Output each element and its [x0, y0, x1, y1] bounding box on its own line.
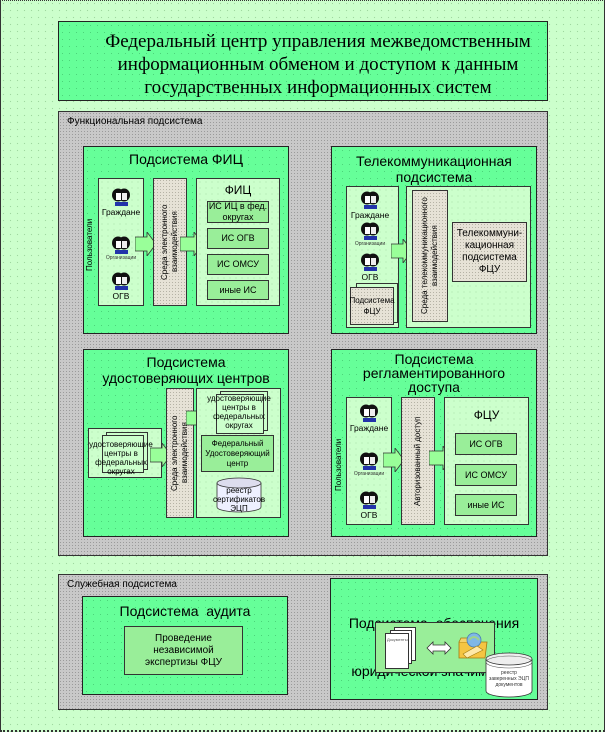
fic-user-citizens-label: Граждане	[101, 207, 141, 217]
double-arrow-icon	[426, 641, 452, 655]
telecom-user-citizens-label: Граждане	[350, 210, 390, 220]
people-icon	[361, 222, 379, 240]
people-icon	[361, 191, 379, 209]
document-icon: Документы	[385, 633, 409, 669]
regulated-system-item: ИС ОМСУ	[455, 464, 517, 486]
regulated-user-organizations-label: Организации	[353, 471, 385, 477]
fic-system-item: ИС ИЦ в фед. округах	[207, 201, 269, 223]
fic-user-ogv: ОГВ	[96, 271, 146, 301]
regulated-target-title: ФЦУ	[473, 408, 500, 422]
fic-user-citizens: Граждане	[96, 187, 146, 217]
people-icon	[360, 404, 378, 422]
header-title-line-2: информационным обменом и доступом к данн…	[117, 54, 519, 75]
database-icon	[485, 652, 533, 698]
certs-source-label: удостоверяющие центры в федеральных окру…	[89, 440, 153, 476]
fic-subsystem-title: Подсистема ФИЦ	[129, 151, 243, 167]
regulated-title-line-1: Подсистема	[394, 351, 474, 367]
fic-users-label: Пользователи	[85, 218, 94, 272]
people-icon	[360, 452, 378, 470]
regulated-system-item: ИС ОГВ	[455, 433, 517, 455]
regulated-user-citizens: Граждане	[344, 403, 394, 433]
regulated-title-line-2: регламентированного	[362, 365, 506, 381]
people-icon	[361, 253, 379, 271]
telecom-user-ogv: ОГВ	[345, 252, 395, 282]
telecom-user-ogv-label: ОГВ	[361, 272, 379, 282]
telecom-subsystem-title: Телекоммуникационная подсистема	[332, 153, 536, 185]
fic-user-ogv-label: ОГВ	[112, 291, 130, 301]
header-title-line-1: Федеральный центр управления межведомств…	[105, 31, 531, 52]
fic-system-item: ИС ОМСУ	[207, 254, 269, 275]
arrow-right-icon	[383, 448, 405, 472]
database-icon	[216, 477, 262, 513]
fic-target-title: ФИЦ	[224, 183, 252, 197]
fic-user-organizations-label: Организации	[105, 255, 137, 261]
regulated-system-item: иные ИС	[455, 494, 517, 516]
header-title-line-3: государственных информационных систем	[144, 77, 492, 98]
telecom-subbox: Подсистема ФЦУ	[349, 287, 395, 325]
functional-subsystem-label: Функциональная подсистема	[67, 116, 203, 127]
certs-title-line-2: удостоверяющих центров	[102, 370, 270, 386]
people-icon	[112, 188, 130, 206]
federal-cert-center-box: Федеральный Удостоверяющий центр	[201, 435, 274, 472]
fic-system-item: ИС ОГВ	[207, 228, 269, 249]
telecom-user-citizens: Граждане	[345, 190, 395, 220]
people-icon	[112, 236, 130, 254]
people-icon	[112, 272, 130, 290]
regulated-user-organizations: Организации	[344, 451, 394, 477]
telecom-env-box: Среда телекоммуникационного взаимодейств…	[412, 190, 448, 322]
certs-subsystem-title: Подсистема удостоверяющих центров	[84, 354, 288, 386]
telecom-target-box: Телекоммуни-кационная подсистема ФЦУ	[452, 222, 527, 282]
telecom-title-line-1: Телекоммуникационная	[356, 153, 512, 169]
documents-label: Документы	[387, 637, 408, 642]
certs-source-card-mid	[102, 435, 144, 473]
audit-content-box: Проведение независимой экспертизы ФЦУ	[124, 626, 243, 675]
audit-subsystem-title: Подсистема аудита	[119, 603, 251, 619]
certs-target-card-mid	[216, 394, 264, 434]
header-title-box: Федеральный центр управления межведомств…	[58, 21, 548, 101]
certs-target-stack-label: удостоверяющие центры в федеральных окру…	[207, 394, 271, 430]
regulated-title-line-3: доступа	[408, 379, 460, 395]
people-icon	[360, 491, 378, 509]
service-subsystem-label: Служебная подсистема	[67, 579, 177, 590]
telecom-user-organizations-label: Организации	[354, 241, 386, 247]
regulated-user-ogv: ОГВ	[344, 490, 394, 520]
telecom-user-organizations: Организации	[345, 221, 395, 247]
telecom-title-line-2: подсистема	[395, 169, 473, 185]
fic-user-organizations: Организации	[96, 235, 146, 261]
regulated-user-citizens-label: Граждане	[349, 423, 389, 433]
regulated-user-ogv-label: ОГВ	[360, 510, 378, 520]
regulated-subsystem-title: Подсистема регламентированного доступа	[332, 352, 536, 394]
signed-folder-icon	[458, 632, 488, 659]
cert-registry-label: реестр сертификатов ЭЦП	[212, 485, 266, 513]
signed-docs-registry-label: реестр заверенных ЭЦП документов	[489, 670, 529, 688]
certs-title-line-1: Подсистема	[146, 354, 226, 370]
fic-system-item: иные ИС	[207, 280, 269, 300]
arrow-right-icon	[135, 232, 157, 256]
